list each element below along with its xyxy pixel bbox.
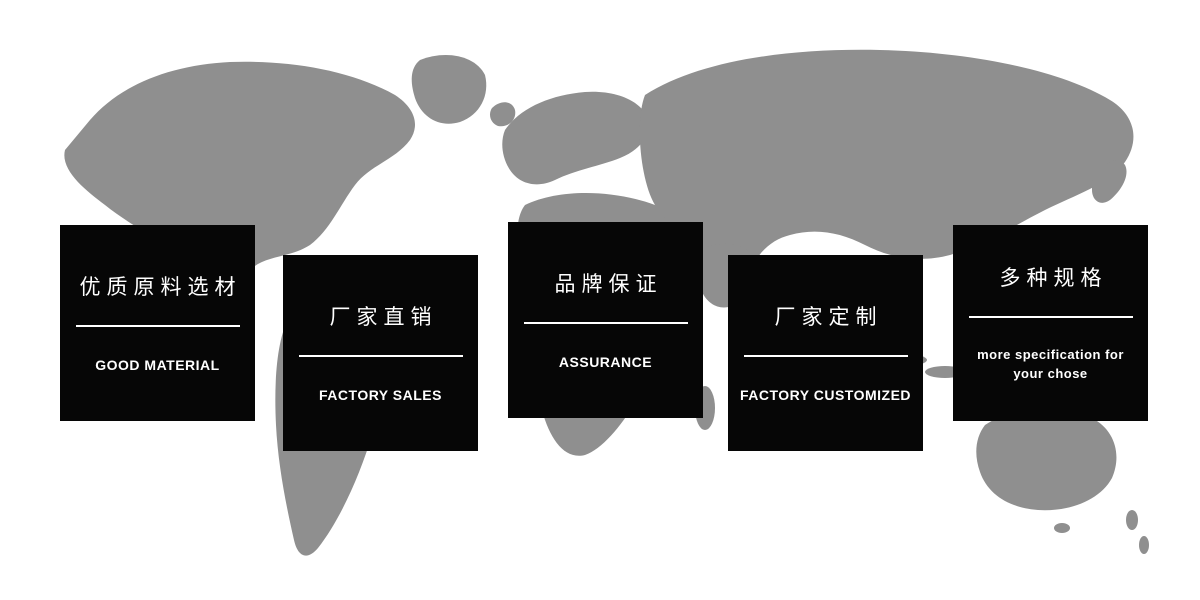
card-subtitle-en: FACTORY SALES (319, 386, 442, 403)
card-subtitle-en: more specification for your chose (977, 347, 1124, 381)
feature-card-good-material: 优质原料选材 GOOD MATERIAL (60, 225, 255, 421)
divider-line (75, 324, 240, 327)
feature-card-factory-customized: 厂家定制 FACTORY CUSTOMIZED (728, 255, 923, 451)
divider-line (523, 321, 688, 324)
continent-asia (639, 49, 1134, 297)
card-title-cn: 品牌保证 (554, 272, 663, 296)
feature-card-more-specification: 多种规格 more specification for your chose (953, 225, 1148, 421)
island-tasmania (1054, 523, 1070, 533)
card-title-cn: 多种规格 (999, 267, 1108, 291)
island-japan (1092, 160, 1127, 203)
island-britain (490, 102, 516, 127)
island-greenland (411, 55, 487, 124)
feature-card-assurance: 品牌保证 ASSURANCE (508, 222, 703, 418)
card-title-cn: 厂家定制 (774, 305, 883, 329)
continent-australia (976, 407, 1117, 511)
divider-line (968, 316, 1133, 319)
continent-north-america (64, 61, 416, 308)
card-subtitle-en: FACTORY CUSTOMIZED (739, 386, 912, 403)
card-title-cn: 厂家直销 (329, 305, 438, 329)
island-new-zealand-north (1126, 510, 1138, 530)
card-title-cn: 优质原料选材 (79, 275, 242, 299)
divider-line (743, 354, 908, 357)
continent-europe (502, 91, 649, 185)
card-subtitle-en: ASSURANCE (558, 353, 653, 370)
island-new-zealand-south (1139, 536, 1149, 554)
divider-line (298, 354, 463, 357)
feature-card-factory-sales: 厂家直销 FACTORY SALES (283, 255, 478, 451)
card-subtitle-en: GOOD MATERIAL (95, 356, 220, 373)
